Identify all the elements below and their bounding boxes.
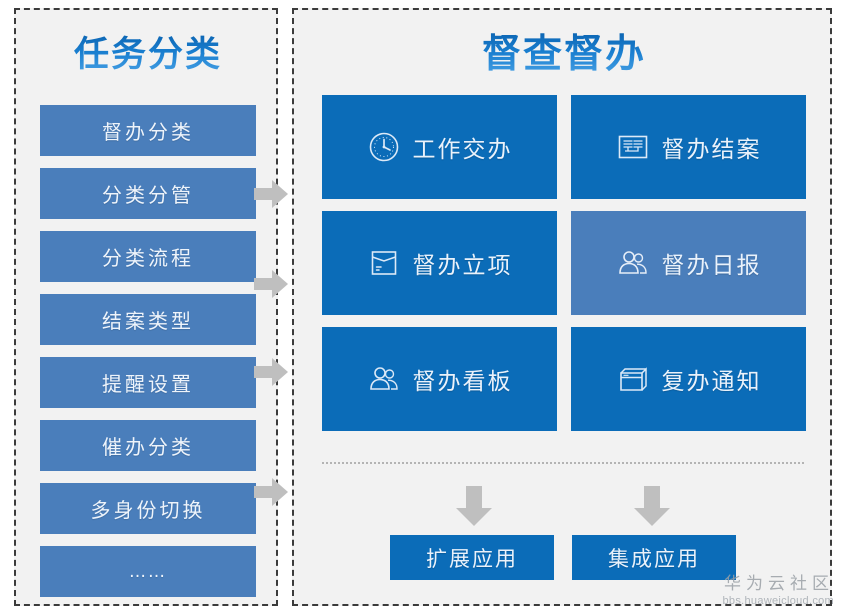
integrate-app-button[interactable]: 集成应用	[572, 535, 736, 580]
archive-icon	[618, 135, 647, 159]
tile-grid: 工作交办 督办结案	[322, 95, 806, 443]
window-icon	[619, 367, 647, 391]
tile-label: 督办日报	[661, 253, 762, 279]
arrow-down-icon	[456, 486, 492, 526]
sidebar-item-label: 分类分管	[102, 183, 194, 207]
arrow-right-icon	[254, 180, 288, 208]
sidebar-item-6[interactable]: 多身份切换	[40, 483, 256, 534]
tile-row: 工作交办 督办结案	[322, 95, 806, 199]
users-icon	[369, 367, 398, 390]
sidebar-item-5[interactable]: 催办分类	[40, 420, 256, 471]
sidebar-item-4[interactable]: 提醒设置	[40, 357, 256, 408]
tile-supervision-close[interactable]: 督办结案	[571, 95, 806, 199]
sidebar-item-3[interactable]: 结案类型	[40, 294, 256, 345]
arrow-right-icon	[254, 478, 288, 506]
tile-reassign-notice[interactable]: 复办通知	[571, 327, 806, 431]
clock-icon	[369, 132, 398, 162]
bottom-button-label: 扩展应用	[426, 546, 518, 571]
tile-work-assign[interactable]: 工作交办	[322, 95, 557, 199]
sidebar-item-label: ……	[129, 561, 167, 582]
tile-label: 督办结案	[661, 137, 762, 163]
tile-label: 督办立项	[412, 253, 513, 279]
sidebar-item-0[interactable]: 督办分类	[40, 105, 256, 156]
sidebar-item-label: 催办分类	[102, 435, 194, 459]
sidebar-item-label: 提醒设置	[102, 372, 194, 396]
folder-icon	[371, 251, 396, 275]
sidebar-item-label: 督办分类	[102, 120, 194, 144]
tile-supervision-project[interactable]: 督办立项	[322, 211, 557, 315]
tile-row: 督办立项 督办日报	[322, 211, 806, 315]
arrow-down-icon	[634, 486, 670, 526]
tile-row: 督办看板 复办通知	[322, 327, 806, 431]
tile-supervision-daily[interactable]: 督办日报	[571, 211, 806, 315]
sidebar-item-1[interactable]: 分类分管	[40, 168, 256, 219]
sidebar-item-7[interactable]: ……	[40, 546, 256, 597]
right-panel-title: 督查督办	[294, 30, 834, 80]
users-icon	[618, 251, 647, 274]
sidebar-item-label: 分类流程	[102, 246, 194, 270]
tile-label: 督办看板	[412, 369, 513, 395]
bottom-button-group: 扩展应用 集成应用	[390, 535, 736, 580]
arrow-right-icon	[254, 270, 288, 298]
extend-app-button[interactable]: 扩展应用	[390, 535, 554, 580]
tile-label: 工作交办	[412, 137, 513, 163]
right-panel: 督查督办 工作交办	[292, 8, 832, 606]
section-divider	[322, 462, 804, 464]
tile-supervision-board[interactable]: 督办看板	[322, 327, 557, 431]
left-panel: 任务分类 督办分类 分类分管 分类流程 结案类型 提醒设置 催办分类 多身份切换	[14, 8, 278, 606]
sidebar-list: 督办分类 分类分管 分类流程 结案类型 提醒设置 催办分类 多身份切换 ……	[40, 105, 256, 609]
left-panel-title: 任务分类	[16, 32, 280, 78]
sidebar-item-label: 多身份切换	[90, 498, 206, 522]
bottom-button-label: 集成应用	[608, 546, 700, 571]
tile-label: 复办通知	[661, 369, 762, 395]
arrow-right-icon	[254, 358, 288, 386]
sidebar-item-label: 结案类型	[102, 309, 194, 333]
sidebar-item-2[interactable]: 分类流程	[40, 231, 256, 282]
